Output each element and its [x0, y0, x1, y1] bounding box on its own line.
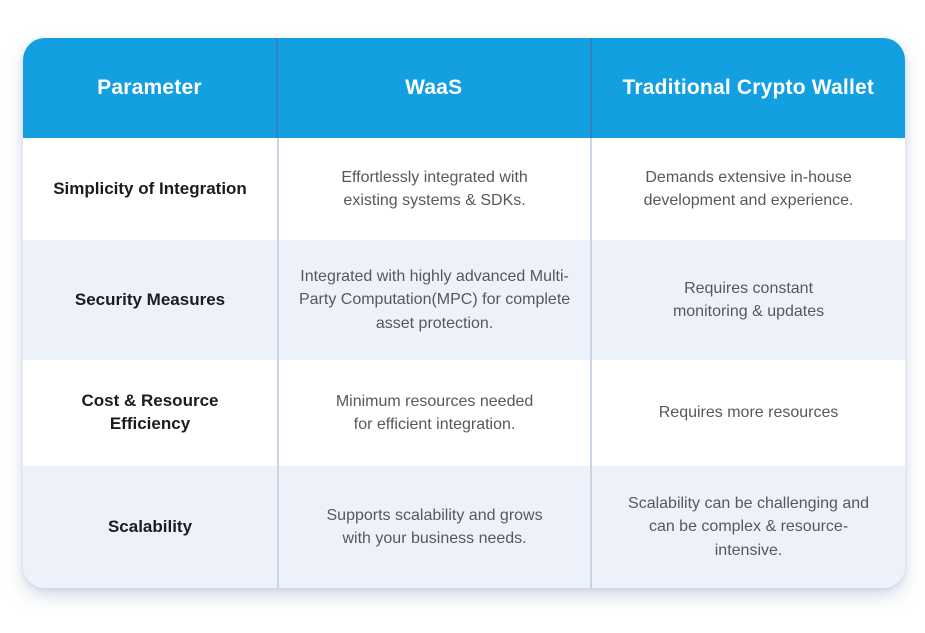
traditional-cell: Scalability can be challenging and can b… [590, 466, 905, 588]
header-cell-parameter: Parameter [97, 76, 202, 99]
table-row-security: Security Measures Integrated with highly… [23, 240, 905, 360]
table-row-cost: Cost & Resource Efficiency Minimum resou… [23, 360, 905, 466]
traditional-cell: Requires more resources [590, 360, 905, 466]
header-cell-traditional-wallet: Traditional Crypto Wallet [589, 38, 905, 138]
parameter-cell: Scalability [107, 516, 193, 536]
table-header-row: Parameter WaaS Traditional Crypto Wallet [23, 38, 905, 138]
waas-cell: Integrated with highly advanced Multi-Pa… [277, 240, 590, 360]
waas-cell: Minimum resources needed for efficient i… [277, 360, 590, 466]
header-cell-waas: WaaS [275, 38, 590, 138]
traditional-cell: Demands extensive in-house development a… [590, 138, 905, 240]
table-row-simplicity: Simplicity of Integration Effortlessly i… [23, 138, 905, 240]
comparison-table-card: Parameter WaaS Traditional Crypto Wallet… [23, 38, 905, 588]
table-row-scalability: Scalability Supports scalability and gro… [23, 466, 905, 588]
parameter-cell: Security Measures [74, 289, 226, 309]
parameter-cell: Cost & Resource Efficiency [81, 391, 219, 433]
traditional-cell: Requires constant monitoring & updates [590, 240, 905, 360]
parameter-cell: Simplicity of Integration [53, 178, 247, 198]
waas-cell: Supports scalability and grows with your… [277, 466, 590, 588]
waas-cell: Effortlessly integrated with existing sy… [277, 138, 590, 240]
